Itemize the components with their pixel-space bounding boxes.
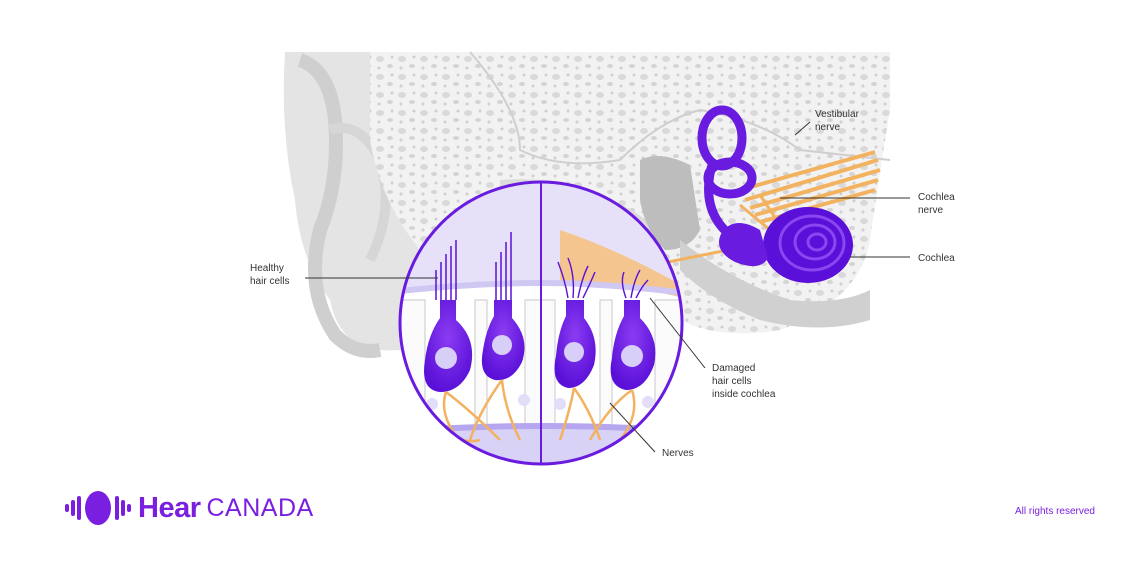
label-healthy-line2: hair cells: [250, 276, 289, 287]
leader-lines: [305, 121, 910, 453]
label-damaged-line2: hair cells: [712, 376, 751, 387]
healthy-stereocilia: [435, 232, 512, 300]
label-vestibular-line2: nerve: [815, 122, 840, 133]
label-healthy-line1: Healthy: [250, 263, 284, 274]
brand-logo: Hear CANADA: [64, 488, 314, 528]
label-cochlea-nerve-line2: nerve: [918, 205, 943, 216]
soundwave-logo-icon: [65, 491, 131, 525]
cochlea-shape: [718, 207, 853, 283]
label-damaged-line1: Damaged: [712, 363, 755, 374]
label-cochlea-nerve-line1: Cochlea: [918, 192, 955, 203]
label-nerves: Nerves: [662, 448, 694, 459]
label-cochlea: Cochlea: [918, 253, 955, 264]
damaged-stereocilia: [557, 257, 649, 299]
label-vestibular-line1: Vestibular: [815, 109, 860, 120]
damaged-hair-cells: [554, 300, 656, 390]
brand-name-bold: Hear: [138, 491, 201, 524]
brand-name-regular: CANADA: [206, 493, 314, 522]
label-damaged-line3: inside cochlea: [712, 389, 776, 400]
nerve-branches: [442, 379, 636, 443]
healthy-hair-cells: [424, 300, 525, 392]
rights-text: All rights reserved: [1014, 506, 1095, 517]
magnified-hair-cells: [398, 180, 684, 466]
